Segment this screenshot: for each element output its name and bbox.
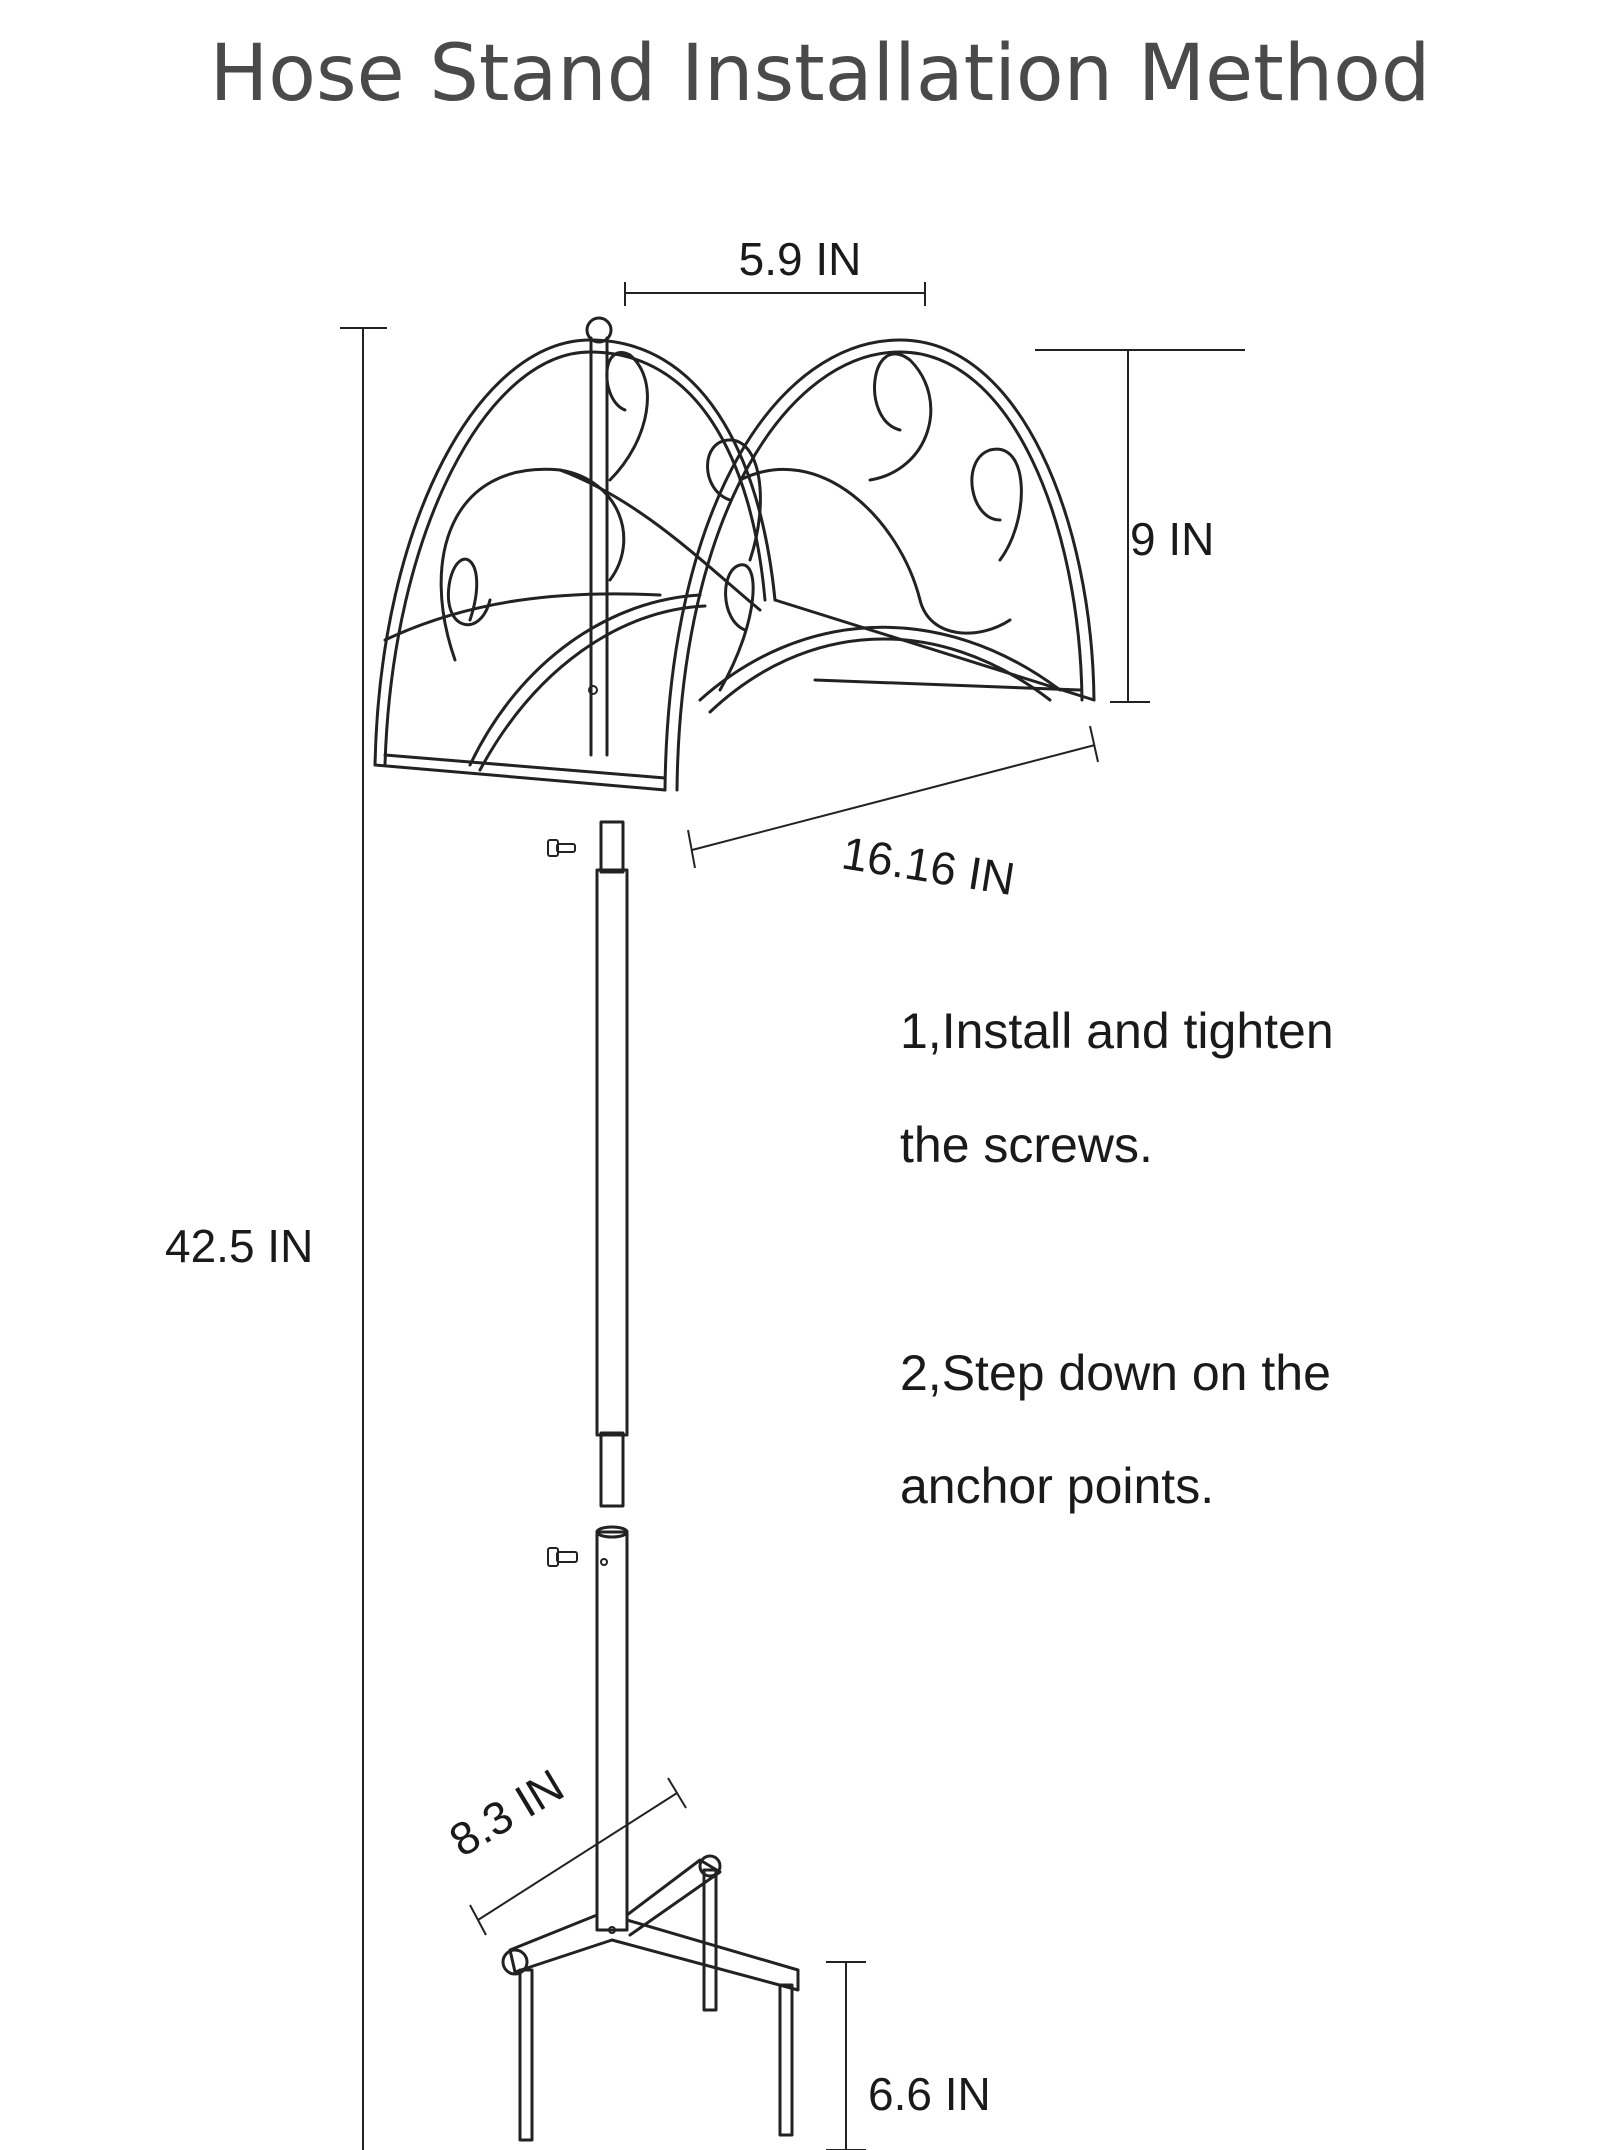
total-height-dimension: 42.5 IN [165,327,387,2150]
lower-pole [595,1525,629,1932]
leg-label: 6.6 IN [868,2068,991,2120]
base-width-dimension: 8.3 IN [440,1759,687,1936]
lower-screw [547,1547,578,1567]
height-label: 9 IN [1130,513,1214,565]
step-2-line-1: 2,Step down on the [900,1345,1331,1401]
instructions: 1,Install and tighten the screws. 2,Step… [900,1003,1334,1514]
page-title: Hose Stand Installation Method [210,29,1431,119]
step-1-line-1: 1,Install and tighten [900,1003,1334,1059]
length-label: 16.16 IN [838,827,1018,906]
length-dimension: 16.16 IN [687,725,1099,906]
width-label: 5.9 IN [739,233,862,285]
leg-dimension: 6.6 IN [826,1961,991,2150]
step-1-line-2: the screws. [900,1117,1153,1173]
upper-screw [547,839,576,857]
base-stake [501,1854,800,2142]
width-dimension: 5.9 IN [624,233,926,306]
height-dimension: 9 IN [1035,349,1245,703]
hose-hanger [373,316,1096,792]
upper-pole [595,820,629,1508]
step-2-line-2: anchor points. [900,1458,1214,1514]
base-width-label: 8.3 IN [440,1759,572,1867]
total-height-label: 42.5 IN [165,1220,313,1272]
